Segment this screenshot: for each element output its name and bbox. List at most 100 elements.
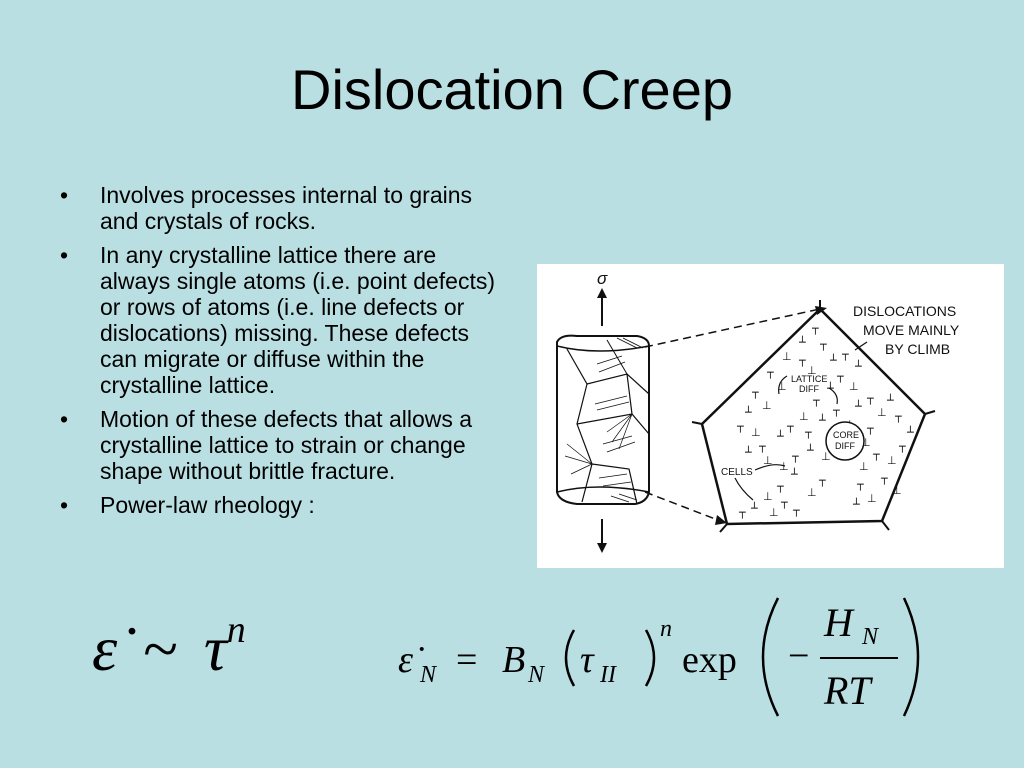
bullet-item: •Power-law rheology : — [58, 492, 498, 518]
bullet-text: Motion of these defects that allows a cr… — [100, 406, 473, 484]
bullet-text: Involves processes internal to grains an… — [100, 182, 473, 234]
lattice-label-1: LATTICE — [791, 374, 827, 384]
svg-text:⊥: ⊥ — [763, 454, 773, 467]
annotation-line-1: DISLOCATIONS — [853, 303, 956, 319]
bullet-list: • Involves processes internal to grains a… — [58, 182, 498, 526]
svg-text:⊥: ⊥ — [763, 490, 773, 503]
annotation-line-2: MOVE MAINLY — [863, 322, 960, 338]
annotation-line-3: BY CLIMB — [885, 341, 950, 357]
svg-text:┴: ┴ — [806, 443, 814, 457]
svg-text:⊥: ⊥ — [821, 450, 831, 463]
svg-text:┬: ┬ — [866, 392, 874, 405]
eq-equals: = — [456, 639, 477, 681]
svg-text:┬: ┬ — [738, 506, 746, 519]
svg-text:┴: ┴ — [744, 445, 752, 459]
svg-text:┴: ┴ — [798, 335, 806, 349]
dislocation-figure: σ — [537, 264, 1004, 568]
svg-text:⊥: ⊥ — [892, 484, 902, 497]
svg-text:┬: ┬ — [811, 322, 819, 335]
svg-text:⊥: ⊥ — [867, 492, 877, 505]
svg-text:┬: ┬ — [786, 420, 794, 433]
svg-text:⊥: ⊥ — [861, 436, 871, 449]
dislocation-diagram: σ — [556, 269, 960, 553]
eq-numerator: H — [823, 600, 855, 645]
connector-line-top — [644, 308, 821, 348]
svg-text:┬: ┬ — [804, 426, 812, 439]
svg-text:⊥: ⊥ — [751, 426, 761, 439]
svg-text:┬: ┬ — [894, 410, 902, 423]
svg-text:┬: ┬ — [872, 448, 880, 461]
svg-text:┴: ┴ — [886, 393, 894, 407]
svg-text:┴: ┴ — [906, 425, 914, 439]
connector-arrowhead-bottom — [715, 515, 727, 525]
svg-text:┬: ┬ — [758, 440, 766, 453]
svg-text:┬: ┬ — [776, 480, 784, 493]
svg-text:⊥: ⊥ — [859, 460, 869, 473]
svg-text:⊥: ⊥ — [807, 364, 817, 377]
svg-text:┴: ┴ — [744, 405, 752, 419]
svg-text:⊥: ⊥ — [807, 486, 817, 499]
eq-paren-open — [564, 629, 576, 687]
eq-numerator-sub: N — [861, 624, 880, 650]
svg-text:⊥: ⊥ — [779, 460, 789, 473]
bullet-item: •In any crystalline lattice there are al… — [58, 242, 498, 398]
eq-denominator: RT — [823, 668, 873, 713]
svg-text:⊥: ⊥ — [887, 454, 897, 467]
svg-text:⊥: ⊥ — [782, 350, 792, 363]
svg-text:┬: ┬ — [832, 404, 840, 417]
grain-pentagon — [700, 307, 927, 526]
svg-text:┬: ┬ — [798, 354, 806, 367]
svg-text:┴: ┴ — [750, 501, 758, 515]
svg-text:⊥: ⊥ — [799, 410, 809, 423]
stress-exponent: n — [226, 609, 246, 651]
svg-text:┬: ┬ — [812, 394, 820, 407]
svg-text:┬: ┬ — [880, 472, 888, 485]
svg-text:┴: ┴ — [854, 359, 862, 373]
svg-text:⊥: ⊥ — [877, 406, 887, 419]
bullet-text: Power-law rheology : — [100, 492, 315, 518]
eq-exp: exp — [682, 639, 737, 681]
eq-coefficient: B — [502, 639, 525, 681]
core-label-1: CORE — [833, 430, 859, 440]
svg-text:┴: ┴ — [829, 353, 837, 367]
svg-text:┬: ┬ — [841, 348, 849, 361]
svg-text:┬: ┬ — [818, 474, 826, 487]
stress-arrowhead-bottom — [597, 543, 607, 553]
eq-coefficient-sub: N — [527, 662, 546, 688]
cells-label: CELLS — [721, 467, 753, 478]
stress-symbol: τ — [203, 613, 227, 684]
svg-text:┬: ┬ — [819, 338, 827, 351]
svg-text:┬: ┬ — [856, 478, 864, 491]
slide-title: Dislocation Creep — [291, 58, 733, 121]
svg-text:┴: ┴ — [854, 399, 862, 413]
eq-strain-sub: N — [419, 662, 438, 688]
rock-cylinder — [556, 334, 650, 505]
svg-text:⊥: ⊥ — [849, 380, 859, 393]
bullet-marker: • — [60, 182, 69, 208]
svg-text:⊥: ⊥ — [777, 380, 787, 393]
eq-paren-close — [644, 629, 656, 687]
svg-text:┬: ┬ — [836, 370, 844, 383]
bullet-item: • Motion of these defects that allows a c… — [58, 406, 498, 484]
svg-text:┬: ┬ — [866, 422, 874, 435]
core-label-2: DIFF — [835, 441, 855, 451]
core-diff-circle — [825, 421, 865, 461]
equation-proportionality: ε̇ ~ τn — [92, 608, 246, 686]
svg-text:┴: ┴ — [818, 413, 826, 427]
svg-text:⊥: ⊥ — [762, 399, 772, 412]
sigma-label: σ — [597, 269, 608, 288]
eq-bigparen-close — [902, 597, 920, 717]
svg-text:┬: ┬ — [751, 386, 759, 399]
eq-minus: − — [788, 635, 809, 677]
connector-line-bottom — [644, 491, 724, 523]
lattice-label-2: DIFF — [799, 384, 819, 394]
equation-power-law: ε̇ N = B N τ II n exp − H N RT — [392, 592, 932, 722]
svg-text:┬: ┬ — [792, 504, 800, 517]
bullet-text: In any crystalline lattice there are alw… — [100, 242, 496, 398]
eq-tau: τ — [580, 639, 595, 681]
svg-text:⊥: ⊥ — [769, 506, 779, 519]
svg-text:┬: ┬ — [766, 366, 774, 379]
svg-text:┴: ┴ — [852, 497, 860, 511]
svg-text:┬: ┬ — [791, 450, 799, 463]
bullet-marker: • — [60, 406, 69, 432]
